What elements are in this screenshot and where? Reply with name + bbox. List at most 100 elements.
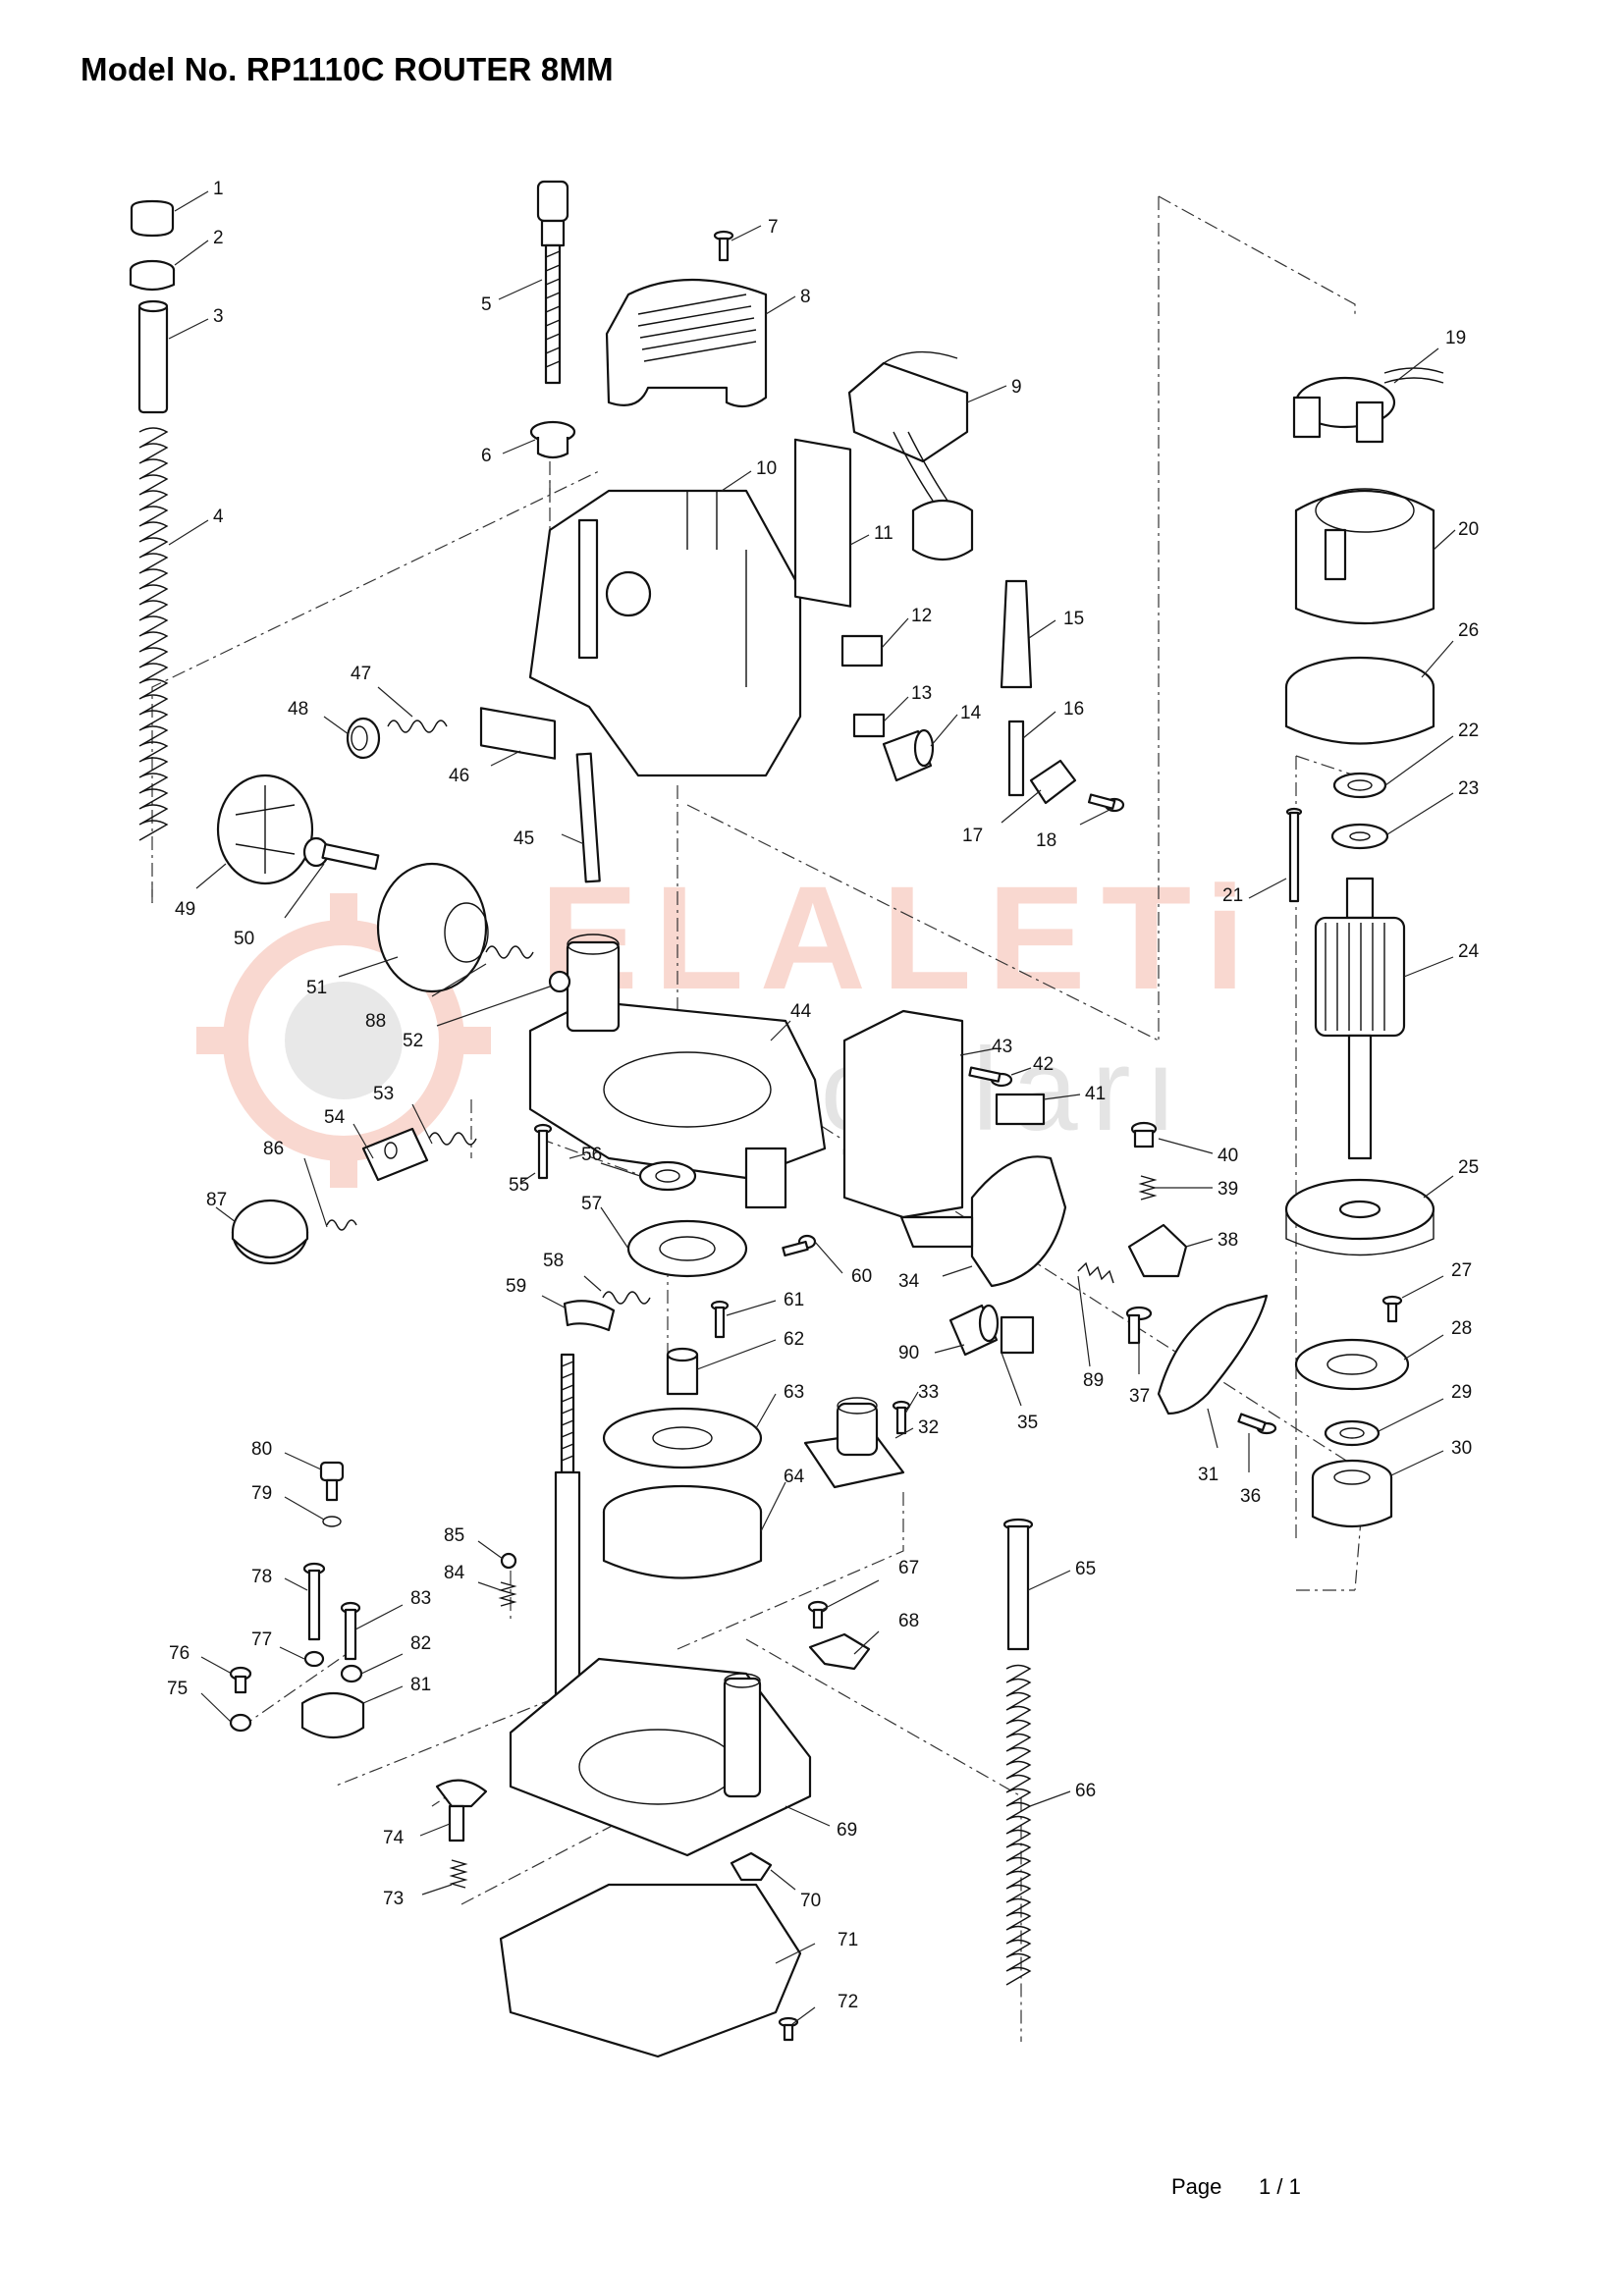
callout-76: 76 [169,1643,189,1664]
callout-70: 70 [800,1891,821,1911]
part-15-cord-guard [1000,579,1033,689]
part-74-knob [435,1779,488,1842]
callout-77: 77 [251,1629,272,1650]
part-76-screw [229,1666,252,1694]
callout-6: 6 [481,446,492,466]
callout-85: 85 [444,1525,464,1546]
part-83-bolt [340,1601,361,1661]
callout-31: 31 [1198,1465,1218,1485]
part-77-nut [303,1650,325,1668]
callout-69: 69 [837,1820,857,1841]
part-58-spring [602,1291,651,1305]
callout-81: 81 [410,1675,431,1695]
part-90-sleeve [948,1304,1000,1357]
callout-52: 52 [403,1031,423,1051]
callout-18: 18 [1036,830,1056,851]
callout-61: 61 [784,1290,804,1310]
callout-35: 35 [1017,1413,1038,1433]
part-19-holder-ring [1292,367,1444,444]
callout-87: 87 [206,1190,227,1210]
callout-22: 22 [1458,721,1479,741]
callout-20: 20 [1458,519,1479,540]
part-36-screw [1237,1413,1277,1435]
callout-1: 1 [213,179,224,199]
callout-25: 25 [1458,1157,1479,1178]
part-35-block [1000,1315,1035,1355]
part-23-washer [1330,823,1389,850]
part-3-tube [137,299,169,414]
callout-numbers: 1 2 3 4 5 6 7 8 9 10 11 12 13 14 15 16 1… [167,179,1480,2012]
part-45-scale [575,752,601,883]
part-guide-column [554,1353,581,1700]
part-13-carbon-brush [852,713,886,738]
callout-57: 57 [581,1194,602,1214]
callout-47: 47 [351,664,371,684]
callout-55: 55 [509,1175,529,1196]
callout-15: 15 [1063,609,1084,629]
callout-59: 59 [506,1276,526,1297]
part-39-spring [1138,1175,1158,1201]
part-60-screw [782,1234,817,1257]
callout-4: 4 [213,507,224,527]
part-37-screw [1125,1306,1153,1345]
part-67-screw [807,1600,829,1629]
callout-67: 67 [898,1558,919,1578]
callout-63: 63 [784,1382,804,1403]
callout-28: 28 [1451,1318,1472,1339]
part-42-screw [968,1066,1013,1088]
callout-17: 17 [962,826,983,846]
callout-54: 54 [324,1107,346,1128]
callout-9: 9 [1011,377,1022,398]
part-65-rod [1002,1518,1034,1651]
part-69-base [509,1657,812,1857]
part-24-armature [1314,877,1406,1160]
callout-48: 48 [288,699,308,720]
part-12-brush-holder [840,634,884,667]
part-41-label [995,1093,1046,1126]
callout-75: 75 [167,1679,188,1699]
part-53-spring [428,1132,477,1146]
part-72-screw [778,2016,799,2042]
part-16-cord [1007,720,1025,797]
callout-88: 88 [365,1011,386,1032]
part-70-part [730,1851,773,1882]
callout-89: 89 [1083,1370,1104,1391]
part-5-depth-screw [536,180,569,385]
callout-50: 50 [234,929,254,949]
callout-16: 16 [1063,699,1084,720]
part-11-label [793,438,852,608]
part-80-screw [319,1461,345,1502]
callout-8: 8 [800,287,811,307]
callout-68: 68 [898,1611,919,1631]
part-46-label [479,707,557,760]
part-52-part [548,970,571,993]
callout-43: 43 [992,1037,1012,1057]
callout-74: 74 [383,1828,405,1848]
part-57-base-plate [626,1219,748,1278]
callout-83: 83 [410,1588,431,1609]
callout-21: 21 [1222,885,1243,906]
callout-90: 90 [898,1343,919,1363]
part-56-ring [638,1160,697,1192]
page-title: Model No. RP1110C ROUTER 8MM [81,51,614,87]
part-55-screw [533,1123,553,1180]
callout-11: 11 [874,523,893,544]
part-85-ball [500,1552,517,1570]
callout-62: 62 [784,1329,804,1350]
part-84-spring [498,1581,517,1607]
part-40-pin [1130,1121,1158,1148]
callout-24: 24 [1458,941,1480,962]
part-14-sleeve [882,728,935,782]
callout-30: 30 [1451,1438,1472,1459]
part-29-washer [1324,1419,1380,1447]
callout-33: 33 [918,1382,939,1403]
part-78-bolt [302,1562,326,1641]
part-54-sleeve [361,1127,429,1182]
part-25-fan [1284,1178,1435,1256]
part-50-bolt [302,836,380,871]
part-61-screw [710,1300,730,1339]
part-71-base-plate [499,1883,802,2058]
part-34-handle [899,1155,1067,1288]
callout-37: 37 [1129,1386,1150,1407]
part-2-nut [129,259,176,292]
